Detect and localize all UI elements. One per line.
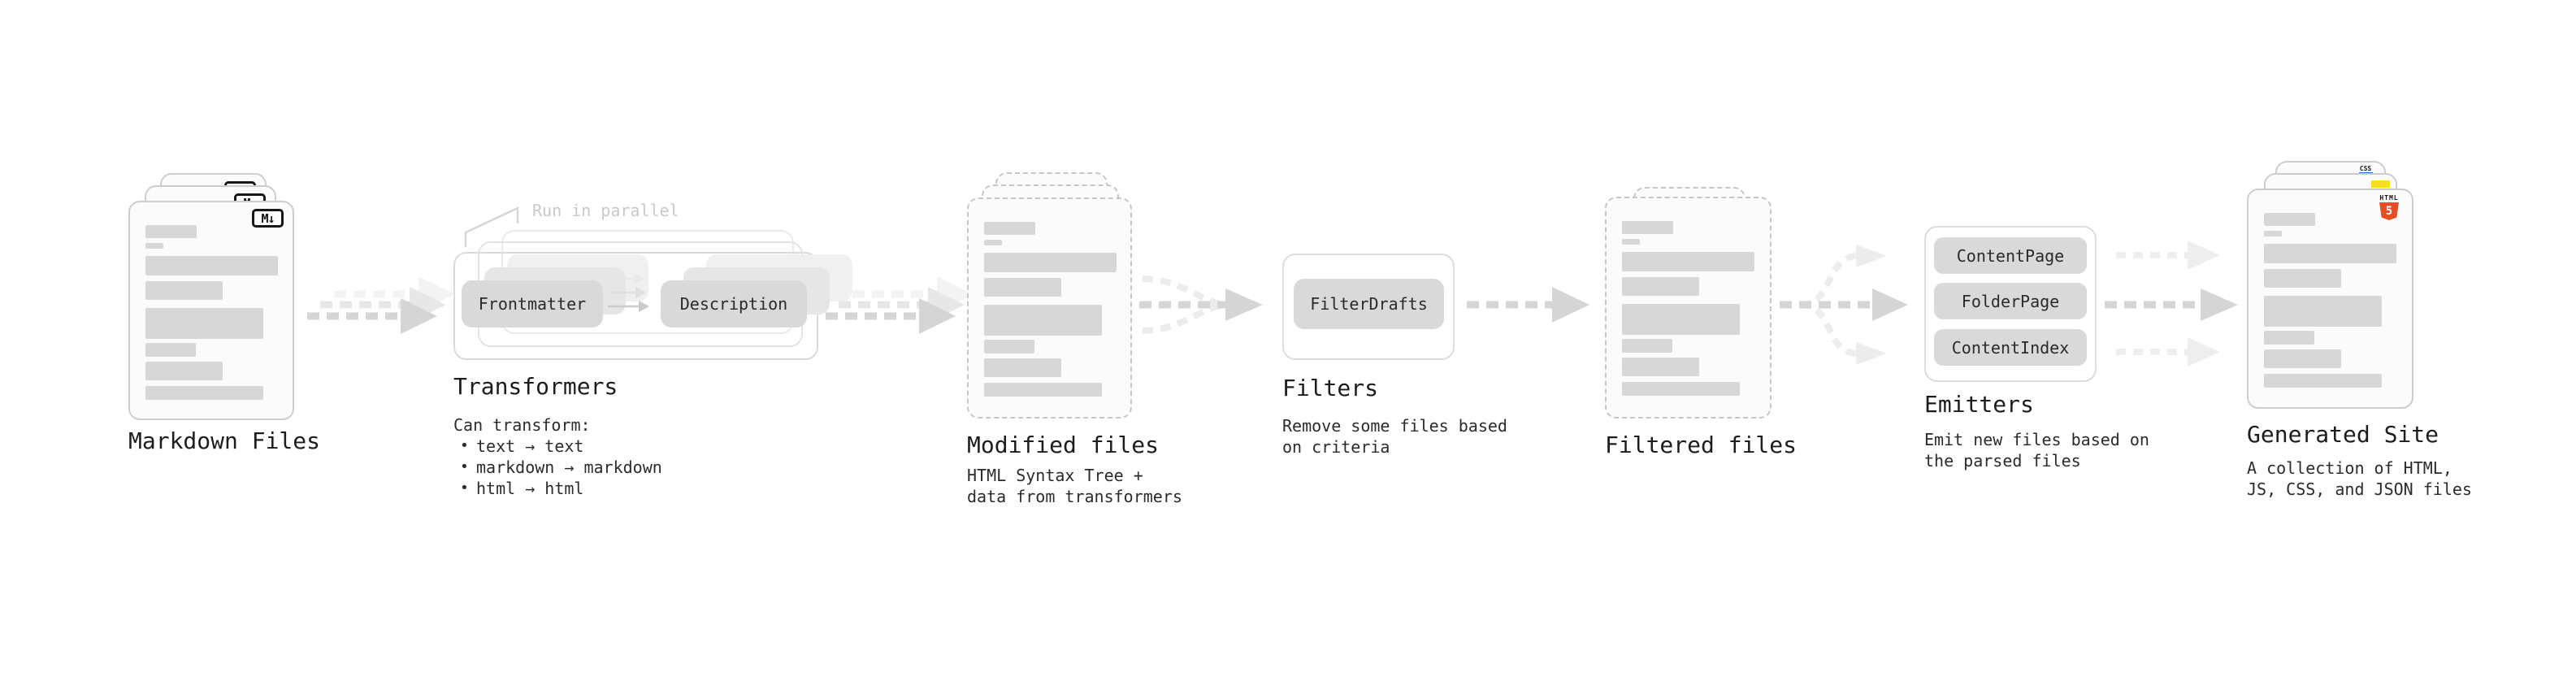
skeleton-text-bar <box>1622 277 1699 296</box>
stage-label: Modified files <box>967 432 1160 458</box>
flow-arrow-icon <box>823 270 986 343</box>
file-card: M↓ <box>128 201 294 420</box>
stage-label: Markdown Files <box>128 427 321 454</box>
bullet-item: text → text <box>453 436 662 457</box>
html5-icon: HTML 5 <box>2379 194 2400 220</box>
skeleton-text-bar <box>1622 239 1640 245</box>
skeleton-text-bar <box>145 343 196 357</box>
stage-label: Generated Site <box>2247 421 2439 448</box>
skeleton-text-bar <box>1622 252 1754 271</box>
skeleton-text-bar <box>145 225 197 238</box>
skeleton-text-bar <box>2264 331 2314 345</box>
stage-description: data from transformers <box>967 487 1182 506</box>
flow-arrow-icon <box>1467 287 1589 323</box>
stage-description: Remove some files based <box>1282 416 1507 436</box>
stage-description: HTML Syntax Tree + <box>967 466 1143 485</box>
skeleton-text-bar <box>984 240 1002 245</box>
skeleton-text-bar <box>145 308 263 339</box>
fan-in-arrow-icon <box>1139 275 1263 334</box>
stage-description: the parsed files <box>1924 451 2081 471</box>
transformer-pill-frontmatter: Frontmatter <box>462 280 603 327</box>
skeleton-text-bar <box>145 362 223 380</box>
parallel-arrow-icon <box>2116 337 2220 367</box>
skeleton-text-bar <box>984 358 1061 377</box>
file-card: HTML 5 <box>2247 189 2413 409</box>
skeleton-text-bar <box>984 383 1102 397</box>
skeleton-text-bar <box>145 243 163 249</box>
skeleton-text-bar <box>984 340 1034 354</box>
skeleton-text-bar <box>984 305 1102 336</box>
file-card <box>967 197 1132 419</box>
parallel-arrow-icon <box>2116 241 2220 270</box>
skeleton-text-bar <box>2264 269 2341 288</box>
skeleton-text-bar <box>1622 221 1673 234</box>
js-badge <box>2371 180 2390 188</box>
stage-label: Emitters <box>1924 391 2034 418</box>
skeleton-text-bar <box>145 256 278 275</box>
run-in-parallel-note: Run in parallel <box>532 201 679 220</box>
stage-description: JS, CSS, and JSON files <box>2247 479 2472 499</box>
skeleton-text-bar <box>984 253 1117 272</box>
emitter-pill-contentindex: ContentIndex <box>1934 329 2087 366</box>
skeleton-text-bar <box>1622 358 1699 376</box>
skeleton-text-bar <box>1622 339 1672 353</box>
filter-pill-filterdrafts: FilterDrafts <box>1294 279 1444 329</box>
emitter-group <box>1924 226 2097 382</box>
flow-arrow-icon <box>305 270 467 343</box>
fan-out-arrow-icon <box>1780 245 1908 365</box>
mini-arrows-icon <box>608 273 649 312</box>
skeleton-text-bar <box>2264 231 2282 236</box>
stage-label: Transformers <box>453 373 618 400</box>
file-card <box>1605 197 1772 419</box>
skeleton-text-bar <box>2264 374 2382 388</box>
css-badge-label: CSS <box>2359 165 2372 172</box>
transformer-pill-description: Description <box>661 280 807 327</box>
filter-group <box>1282 254 1455 360</box>
stage-label: Filtered files <box>1605 432 1798 458</box>
skeleton-text-bar <box>984 278 1061 297</box>
skeleton-text-bar <box>2264 213 2315 226</box>
emitter-pill-folderpage: FolderPage <box>1934 283 2087 319</box>
skeleton-text-bar <box>2264 349 2341 368</box>
skeleton-text-bar <box>2264 244 2396 263</box>
markdown-icon: M↓ <box>252 209 284 228</box>
skeleton-text-bar <box>1622 382 1740 396</box>
stage-description: Emit new files based on <box>1924 430 2149 449</box>
parallel-arrow-icon <box>2105 288 2238 321</box>
stage-description: on criteria <box>1282 437 1390 457</box>
stage-description: Can transform: <box>453 415 591 435</box>
bullet-item: html → html <box>453 478 662 499</box>
emitter-pill-contentpage: ContentPage <box>1934 237 2087 274</box>
stage-label: Filters <box>1282 375 1379 401</box>
bullet-item: markdown → markdown <box>453 457 662 478</box>
skeleton-text-bar <box>145 386 263 400</box>
skeleton-text-bar <box>2264 296 2382 327</box>
html5-label: HTML <box>2379 194 2399 202</box>
html5-shield: 5 <box>2379 202 2399 220</box>
stage-description: A collection of HTML, <box>2247 458 2452 478</box>
skeleton-text-bar <box>984 222 1035 235</box>
skeleton-text-bar <box>1622 304 1740 335</box>
transform-bullet-list: text → text markdown → markdown html → h… <box>453 436 662 499</box>
leader-line <box>464 206 519 247</box>
skeleton-text-bar <box>145 281 223 300</box>
